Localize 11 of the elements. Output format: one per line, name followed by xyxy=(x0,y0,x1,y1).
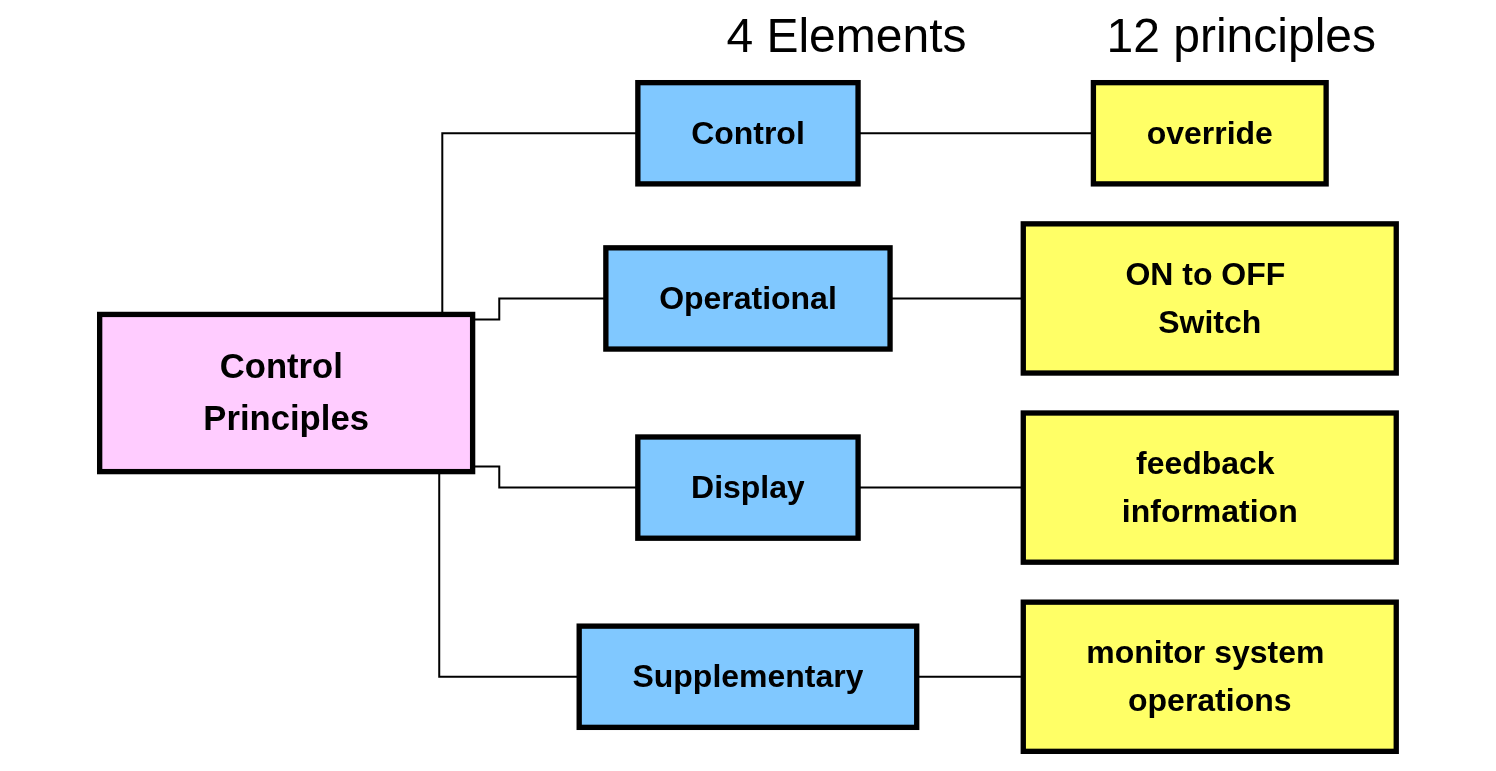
node-box: monitor system operations xyxy=(1020,599,1399,754)
node-box: ON to OFF Switch xyxy=(1020,221,1399,376)
node-box: Display xyxy=(635,434,861,541)
node-box: Control xyxy=(635,80,861,187)
column-heading: 12 principles xyxy=(1106,8,1376,64)
node-box: Supplementary xyxy=(576,623,920,731)
node-box: Control Principles xyxy=(97,311,476,475)
node-box: override xyxy=(1090,80,1329,187)
node-box: feedback information xyxy=(1020,410,1399,565)
node-box: Operational xyxy=(603,245,893,352)
column-heading: 4 Elements xyxy=(726,8,967,64)
